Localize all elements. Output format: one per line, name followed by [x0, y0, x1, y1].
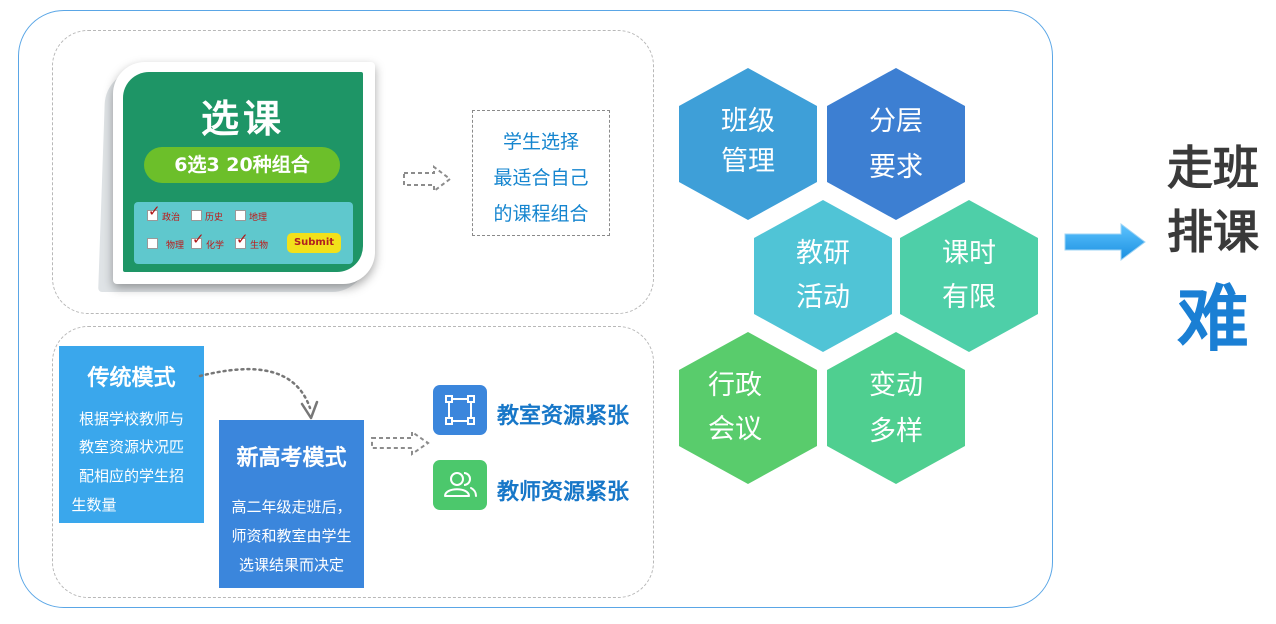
dashed-arrow-icon [370, 430, 432, 456]
traditional-mode-text: 根据学校教师与 [78, 410, 184, 428]
classroom-frame-icon [433, 385, 487, 435]
subject-label: 政治 [162, 213, 181, 223]
checkbox-chemistry[interactable] [191, 238, 202, 249]
checkbox-history[interactable] [191, 210, 202, 221]
hex-label: 课时 [942, 238, 996, 269]
new-mode-title: 新高考模式 [236, 446, 347, 471]
hex-label: 活动 [796, 282, 850, 313]
subject-label: 生物 [250, 241, 269, 251]
result-text-line: 排课 [1167, 205, 1259, 259]
mode-comparison-panel [52, 326, 654, 598]
result-emphasis: 难 [1176, 277, 1249, 361]
checkbox-geography[interactable] [235, 210, 246, 221]
hex-label: 管理 [721, 146, 775, 177]
course-selection-panel [52, 30, 654, 314]
traditional-mode-title: 传统模式 [87, 366, 176, 391]
hex-label: 多样 [869, 416, 923, 447]
subject-label: 物理 [166, 241, 185, 251]
traditional-mode-box [59, 346, 204, 523]
check-mark-icon: ✓ [236, 230, 249, 248]
checkbox-biology[interactable] [235, 238, 246, 249]
subject-label: 历史 [205, 213, 224, 223]
traditional-mode-text: 配相应的学生招 [78, 467, 184, 485]
check-mark-icon: ✓ [192, 230, 205, 248]
hex-label: 分层 [869, 106, 923, 137]
student-choice-line: 最适合自己 [493, 167, 589, 189]
hex-label: 行政 [708, 370, 762, 401]
dotted-curve-arrow-icon [196, 362, 326, 428]
hex-label: 会议 [708, 414, 762, 445]
subject-label: 地理 [249, 213, 268, 223]
teachers-group-icon [433, 460, 487, 510]
subject-label: 化学 [206, 241, 225, 251]
check-mark-icon: ✓ [148, 202, 161, 220]
hex-label: 班级 [721, 106, 775, 137]
course-card-title: 选课 [200, 97, 285, 141]
student-choice-line: 学生选择 [502, 131, 579, 153]
traditional-mode-text: 教室资源状况匹 [78, 438, 184, 456]
new-mode-text: 选课结果而决定 [238, 556, 344, 574]
course-card-subtitle: 6选3 20种组合 [144, 147, 340, 183]
submit-button[interactable]: Submit [287, 233, 341, 253]
dashed-arrow-icon [402, 164, 454, 194]
result-text-line: 走班 [1167, 141, 1259, 195]
new-mode-text: 师资和教室由学生 [231, 527, 352, 545]
student-choice-box [472, 110, 610, 236]
checkbox-politics[interactable] [147, 210, 158, 221]
hex-label: 教研 [796, 238, 850, 269]
student-choice-line: 的课程组合 [493, 203, 589, 225]
hex-label: 要求 [869, 152, 923, 183]
hex-admin-meetings [679, 332, 817, 484]
checkbox-physics[interactable] [147, 238, 158, 249]
new-mode-text: 高二年级走班后， [231, 498, 352, 516]
traditional-mode-text: 生数量 [71, 496, 117, 514]
hex-label: 变动 [869, 370, 923, 401]
hex-varied-changes [827, 332, 965, 484]
classroom-shortage-label: 教室资源紧张 [497, 404, 630, 429]
hex-label: 有限 [942, 282, 996, 313]
right-arrow-icon [1063, 220, 1149, 268]
new-mode-box [219, 420, 364, 588]
teacher-shortage-label: 教师资源紧张 [497, 480, 630, 505]
